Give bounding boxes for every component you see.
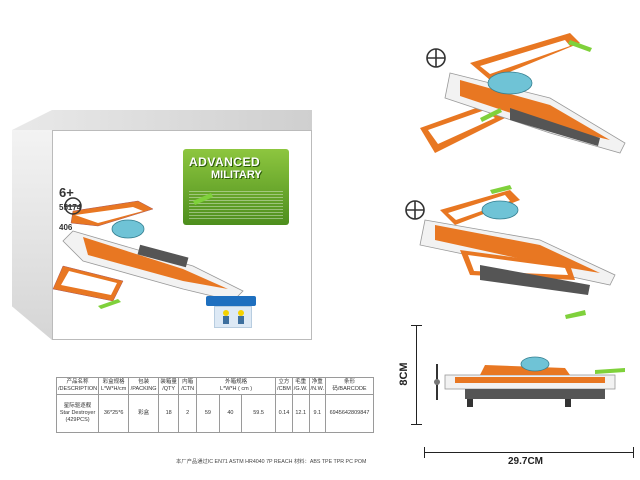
header-subtext: /CBM (277, 386, 291, 392)
header-subtext: /PACKING (130, 386, 157, 392)
length-dimension-cap-right (633, 447, 634, 458)
header-outer-size: 外箱规格 L*W*H ( cm ) (196, 377, 277, 395)
length-dimension-label: 29.7CM (508, 456, 544, 467)
header-text: 内箱 (182, 379, 194, 386)
box-front-face: 6+ 55174 406 ADVANCED MILITARY (52, 130, 312, 340)
header-text: 立方 (278, 379, 290, 386)
cell-outer-width: 40 (218, 394, 243, 433)
product-spec-table: 产品名称 /DESCRIPTION 彩盒规格 L*W*H/cm 包装 /PACK… (55, 377, 374, 433)
height-dimension-cap-bottom (411, 424, 422, 425)
header-text: 条形码/BARCODE (332, 379, 367, 392)
cell-qty: 18 (158, 394, 180, 433)
minifigure-panel (214, 306, 252, 328)
header-subtext: L*W*H/cm (100, 386, 127, 392)
header-text: 产品名称 (66, 379, 89, 386)
model-number: 55174 (59, 203, 82, 212)
header-barcode: 条形码/BARCODE (325, 377, 374, 395)
ship-view-side (425, 350, 635, 415)
table-row: 星际驱逐舰 Star Destroyer (429PCS) 36*25*6 彩盒… (55, 394, 374, 433)
box-ship-illustration (52, 193, 244, 309)
header-cbm: 立方 /CBM (275, 377, 293, 395)
header-text: 包装 (138, 379, 150, 386)
series-title-line1: ADVANCED (189, 155, 261, 169)
series-description (189, 191, 283, 219)
box-tag-bar (206, 296, 256, 306)
ship-view-angled (400, 165, 620, 335)
cell-gw: 12.1 (291, 394, 310, 433)
header-qty: 装箱量 /QTY (158, 377, 180, 395)
header-nw: 净重 /N.W. (308, 377, 327, 395)
cell-packing: 彩盒 (128, 394, 160, 433)
cell-outer-height: 59.5 (241, 394, 277, 433)
cell-description: 星际驱逐舰 Star Destroyer (429PCS) (55, 394, 100, 433)
header-text: 毛重 (295, 379, 307, 386)
ship-side-illustration (434, 356, 625, 407)
product-piece-count: (429PCS) (65, 416, 90, 423)
ship-angled-illustration (405, 185, 616, 319)
height-dimension-label: 8CM (398, 362, 410, 386)
piece-count: 406 (59, 223, 73, 232)
product-name-cn: 星际驱逐舰 (63, 403, 92, 410)
header-subtext: /N.W. (310, 386, 324, 392)
minifigure-icons (223, 310, 244, 324)
header-text: 外箱规格 (225, 379, 248, 386)
header-text: 净重 (311, 379, 323, 386)
ship-top-illustration (420, 33, 626, 154)
table-header-row: 产品名称 /DESCRIPTION 彩盒规格 L*W*H/cm 包装 /PACK… (55, 377, 374, 395)
header-ctn: 内箱 /CTN (178, 377, 198, 395)
series-title-line2: MILITARY (211, 169, 262, 181)
cell-outer-length: 59 (196, 394, 220, 433)
header-subtext: /DESCRIPTION (58, 386, 98, 392)
header-subtext: /G.W. (293, 386, 308, 392)
cell-barcode: 6945642809847 (325, 394, 374, 433)
box-top-face (12, 110, 312, 130)
age-rating: 6+ (59, 185, 74, 200)
height-dimension-line (416, 325, 417, 425)
cell-cbm: 0.14 (275, 394, 293, 433)
header-subtext: /QTY (162, 386, 176, 392)
cell-nw: 9.1 (308, 394, 327, 433)
series-logo: ADVANCED MILITARY (183, 149, 289, 225)
product-box: 6+ 55174 406 ADVANCED MILITARY (12, 110, 312, 340)
header-text: 装箱量 (160, 379, 177, 386)
product-name-en: Star Destroyer (59, 410, 96, 417)
header-description: 产品名称 /DESCRIPTION (55, 377, 100, 395)
length-dimension-line (424, 452, 634, 453)
header-subtext: L*W*H ( cm ) (220, 386, 253, 392)
compliance-note: 本厂产品通过IC EN71 ASTM HR4040 7P REACH 材料：AB… (176, 459, 367, 465)
header-subtext: /CTN (181, 386, 195, 392)
cell-ctn: 2 (178, 394, 198, 433)
cell-box-size: 36*25*6 (98, 394, 130, 433)
ship-view-top (420, 8, 635, 173)
header-gw: 毛重 /G.W. (291, 377, 310, 395)
header-box-size: 彩盒规格 L*W*H/cm (98, 377, 130, 395)
header-packing: 包装 /PACKING (128, 377, 160, 395)
box-side-face (12, 130, 52, 340)
header-text: 彩盒规格 (102, 379, 125, 386)
